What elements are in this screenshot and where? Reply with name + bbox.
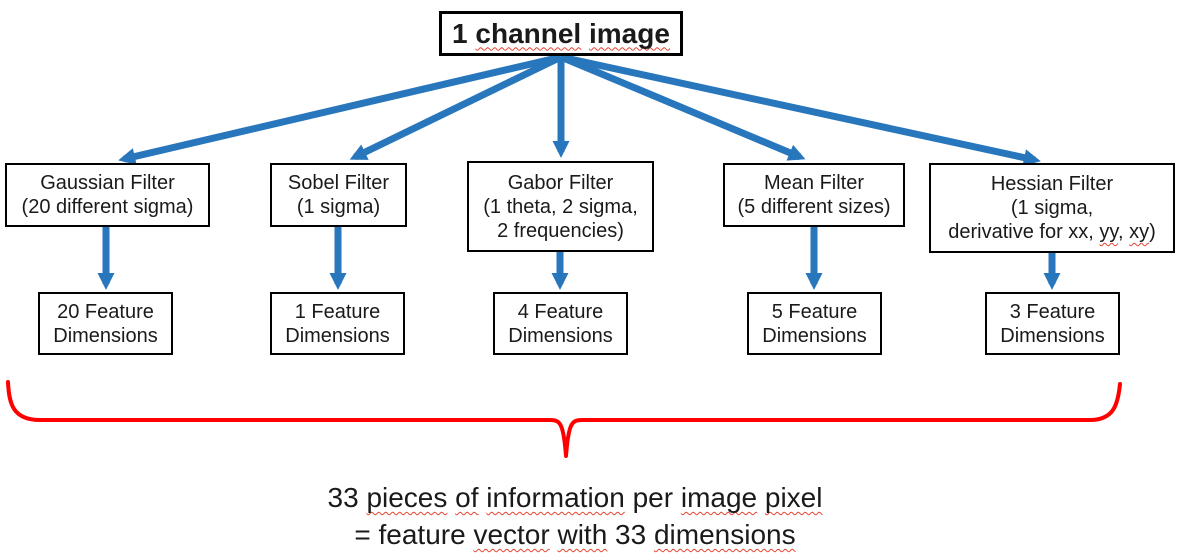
text-run: Hessian Filter bbox=[990, 173, 1114, 195]
text-line: 2 frequencies) bbox=[497, 219, 624, 243]
text-line: Gabor Filter bbox=[508, 171, 614, 195]
text-run: 1 bbox=[452, 17, 476, 49]
text-run: 20 Feature bbox=[57, 300, 154, 323]
text-run: Gaussian Filter bbox=[40, 172, 175, 194]
text-run: Dimensions bbox=[762, 324, 867, 347]
text-run: Dimensions bbox=[285, 324, 390, 347]
box-gabor-filter: Gabor Filter(1 theta, 2 sigma,2 frequenc… bbox=[467, 161, 654, 252]
text-run: (1 sigma) bbox=[296, 196, 381, 218]
misspelled-word: dimensions bbox=[653, 519, 796, 550]
text-line: 20 Feature bbox=[57, 300, 154, 324]
box-hessian-filter: Hessian Filter(1 sigma,derivative for xx… bbox=[929, 163, 1175, 253]
text-run: Gabor Filter bbox=[507, 171, 614, 194]
text-run: 33 bbox=[327, 482, 367, 513]
text-line: (1 theta, 2 sigma, bbox=[483, 195, 638, 219]
summary-brace bbox=[6, 380, 1122, 458]
misspelled-word: image bbox=[680, 482, 758, 513]
text-line: Dimensions bbox=[762, 324, 866, 348]
text-run: Mean Filter bbox=[763, 172, 865, 194]
box-1-channel-image: 1 channel image bbox=[439, 11, 683, 56]
text-run: (5 different sizes) bbox=[737, 196, 891, 218]
text-run bbox=[447, 482, 455, 513]
text-line: Dimensions bbox=[508, 324, 612, 348]
text-run: 1 Feature bbox=[294, 300, 381, 323]
text-line: Gaussian Filter bbox=[40, 171, 175, 195]
text-line: Dimensions bbox=[53, 324, 157, 348]
text-run: , bbox=[1117, 221, 1130, 243]
text-run: (1 sigma, bbox=[1010, 197, 1094, 219]
text-run: Dimensions bbox=[1000, 324, 1105, 347]
summary-text: 33 pieces of information per image pixel… bbox=[0, 479, 1150, 553]
text-line: derivative for xx, yy, xy) bbox=[948, 220, 1155, 244]
text-run: per bbox=[624, 482, 681, 513]
text-line: Mean Filter bbox=[764, 171, 864, 195]
misspelled-word: yy bbox=[1099, 221, 1118, 243]
misspelled-word: image bbox=[589, 17, 670, 49]
text-run: = feature bbox=[354, 519, 474, 550]
text-line: Hessian Filter bbox=[991, 172, 1113, 196]
misspelled-word: information bbox=[486, 482, 625, 513]
text-run: Dimensions bbox=[53, 324, 158, 347]
text-run bbox=[757, 482, 765, 513]
arrow-root-to-gaussian-icon bbox=[118, 53, 562, 165]
text-run: (20 different sigma) bbox=[21, 196, 194, 218]
text-line: (5 different sizes) bbox=[737, 195, 890, 219]
misspelled-word: vector bbox=[473, 519, 550, 550]
text-line: Dimensions bbox=[285, 324, 389, 348]
misspelled-word: pieces bbox=[366, 482, 448, 513]
misspelled-word: channel bbox=[475, 17, 582, 49]
box-gaussian-filter: Gaussian Filter(20 different sigma) bbox=[5, 163, 210, 227]
text-run: (1 theta, 2 sigma, bbox=[483, 195, 638, 218]
text-run: Dimensions bbox=[508, 324, 613, 347]
text-run: 4 Feature bbox=[517, 300, 604, 323]
text-line: 5 Feature bbox=[772, 300, 858, 324]
text-line: (1 sigma) bbox=[297, 195, 380, 219]
misspelled-word: pixel bbox=[764, 482, 823, 513]
text-line: Sobel Filter bbox=[288, 171, 389, 195]
arrow-root-to-sobel-icon bbox=[349, 53, 563, 161]
text-run: 33 bbox=[607, 519, 654, 550]
text-line: = feature vector with 33 dimensions bbox=[0, 516, 1150, 553]
text-run: derivative for xx, bbox=[948, 221, 1100, 243]
text-line: Dimensions bbox=[1000, 324, 1104, 348]
text-run: ) bbox=[1149, 221, 1156, 243]
text-run: 2 frequencies) bbox=[497, 219, 624, 242]
text-run: 3 Feature bbox=[1009, 300, 1096, 323]
text-line: 33 pieces of information per image pixel bbox=[0, 479, 1150, 516]
text-line: (1 sigma, bbox=[1011, 196, 1093, 220]
text-line: 1 Feature bbox=[295, 300, 381, 324]
text-line: 3 Feature bbox=[1010, 300, 1096, 324]
text-line: 4 Feature bbox=[518, 300, 604, 324]
text-run: Sobel Filter bbox=[287, 172, 390, 194]
text-run: 5 Feature bbox=[771, 300, 858, 323]
text-line: (20 different sigma) bbox=[22, 195, 194, 219]
arrow-root-to-mean-icon bbox=[559, 53, 806, 161]
arrow-root-to-hessian-icon bbox=[560, 53, 1041, 166]
box-mean-filter: Mean Filter(5 different sizes) bbox=[723, 163, 905, 227]
text-run bbox=[581, 18, 589, 49]
misspelled-word: with bbox=[557, 519, 608, 550]
text-line: 1 channel image bbox=[452, 17, 670, 51]
misspelled-word: of bbox=[455, 482, 479, 513]
box-sobel-filter: Sobel Filter(1 sigma) bbox=[270, 163, 407, 227]
misspelled-word: xy bbox=[1129, 221, 1150, 243]
